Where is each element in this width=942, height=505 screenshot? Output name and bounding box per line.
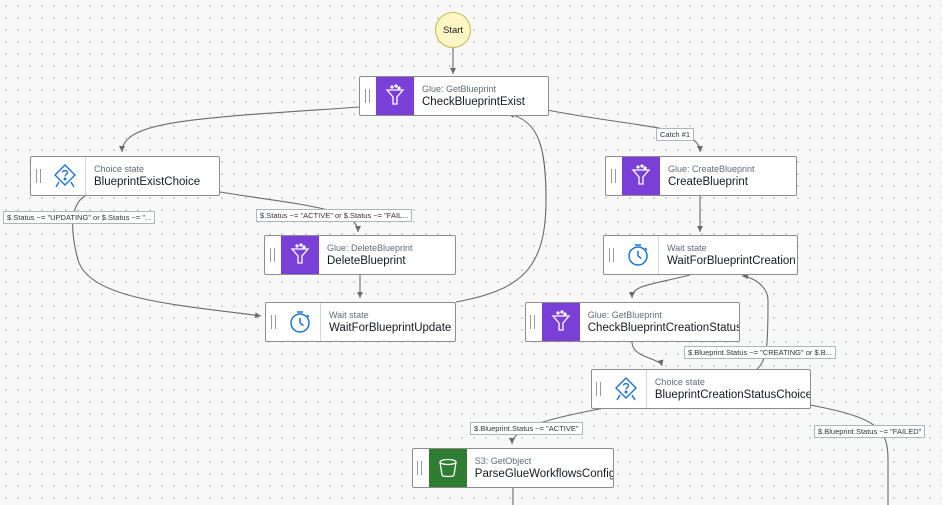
- state-name: CreateBlueprint: [668, 175, 748, 188]
- edge-label-updating[interactable]: $.Status ~= "UPDATING" or $.Status ~= ".…: [3, 211, 156, 224]
- drag-handle-icon[interactable]: [31, 157, 45, 195]
- state-type: Glue: GetBlueprint: [422, 83, 497, 94]
- state-type: Glue: CreateBlueprint: [668, 163, 755, 174]
- edge-label-creating[interactable]: $.Blueprint.Status ~= "CREATING" or $.B.…: [684, 346, 836, 359]
- state-name: ParseGlueWorkflowsConfig: [474, 467, 613, 480]
- edge-label-active[interactable]: $.Blueprint.Status ~= "ACTIVE": [470, 422, 583, 435]
- state-wait-for-blueprint-update[interactable]: Wait state WaitForBlueprintUpdate: [265, 302, 456, 342]
- s3-bucket-icon: [428, 449, 467, 487]
- state-delete-blueprint[interactable]: Glue: DeleteBlueprint DeleteBlueprint: [264, 235, 456, 275]
- choice-icon: [606, 370, 647, 408]
- edge-wait-creation-to-check-status: [629, 274, 691, 299]
- glue-icon: [376, 77, 414, 115]
- state-name: BlueprintCreationStatusChoice: [654, 388, 810, 401]
- state-name: DeleteBlueprint: [327, 254, 406, 267]
- state-name: CheckBlueprintExist: [422, 95, 525, 108]
- timer-icon: [618, 236, 659, 274]
- state-type: Wait state: [667, 242, 707, 253]
- edge-choice-to-delete: [219, 191, 361, 233]
- edge-check-to-exist-choice: [119, 106, 361, 153]
- edge-label-catch[interactable]: Catch #1: [656, 128, 695, 141]
- start-node[interactable]: Start: [435, 12, 471, 48]
- state-name: WaitForBlueprintCreation: [667, 254, 796, 267]
- drag-handle-icon[interactable]: [592, 370, 606, 408]
- drag-handle-icon[interactable]: [266, 303, 280, 341]
- state-type: Wait state: [329, 309, 369, 320]
- state-name: BlueprintExistChoice: [94, 175, 201, 188]
- glue-icon: [622, 157, 660, 195]
- edge-check-status-to-status-choice: [631, 341, 664, 367]
- state-type: Glue: GetBlueprint: [587, 309, 662, 320]
- edge-label-active-or-failed[interactable]: $.Status ~= "ACTIVE" or $.Status ~= "FAI…: [256, 209, 413, 222]
- state-wait-for-blueprint-creation[interactable]: Wait state WaitForBlueprintCreation: [603, 235, 798, 275]
- state-parse-glue-workflows-config[interactable]: S3: GetObject ParseGlueWorkflowsConfig: [412, 448, 614, 488]
- drag-handle-icon[interactable]: [526, 303, 540, 341]
- state-name: WaitForBlueprintUpdate: [329, 321, 452, 334]
- edge-label-failed[interactable]: $.Blueprint.Status ~= "FAILED": [814, 425, 926, 438]
- edge-wait-update-to-check: [455, 112, 547, 303]
- state-type: Choice state: [654, 376, 705, 387]
- state-type: Choice state: [94, 163, 145, 174]
- state-check-blueprint-exist[interactable]: Glue: GetBlueprint CheckBlueprintExist: [359, 76, 549, 116]
- glue-icon: [281, 236, 319, 274]
- timer-icon: [280, 303, 321, 341]
- state-type: Glue: DeleteBlueprint: [327, 242, 413, 253]
- glue-icon: [541, 303, 580, 341]
- drag-handle-icon[interactable]: [606, 157, 620, 195]
- edge-status-choice-failed-down: [809, 404, 889, 505]
- state-check-blueprint-creation-status[interactable]: Glue: GetBlueprint CheckBlueprintCreatio…: [525, 302, 740, 342]
- state-blueprint-creation-status-choice[interactable]: Choice state BlueprintCreationStatusChoi…: [591, 369, 811, 409]
- choice-icon: [45, 157, 86, 195]
- state-blueprint-exist-choice[interactable]: Choice state BlueprintExistChoice: [30, 156, 220, 196]
- state-name: CheckBlueprintCreationStatus: [587, 321, 739, 334]
- state-type: S3: GetObject: [474, 455, 532, 466]
- state-create-blueprint[interactable]: Glue: CreateBlueprint CreateBlueprint: [605, 156, 797, 196]
- start-label: Start: [442, 24, 464, 36]
- drag-handle-icon[interactable]: [265, 236, 279, 274]
- drag-handle-icon[interactable]: [604, 236, 618, 274]
- drag-handle-icon[interactable]: [413, 449, 427, 487]
- drag-handle-icon[interactable]: [360, 77, 374, 115]
